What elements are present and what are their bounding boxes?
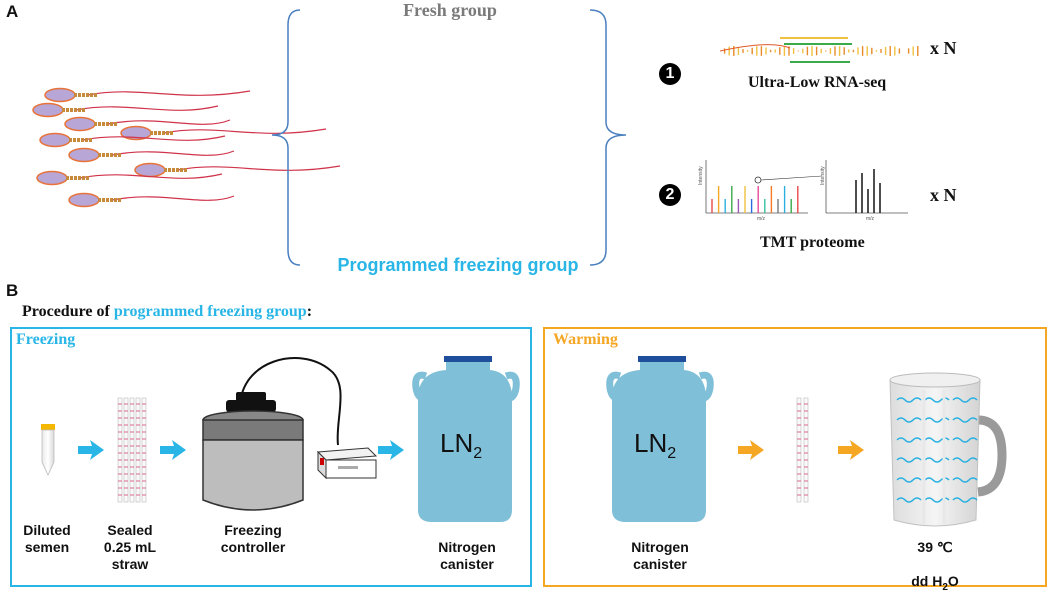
step-label-water: dd H2O: [892, 556, 978, 596]
semen-tube-icon: [41, 424, 55, 476]
method-1-badge: 1: [659, 63, 681, 85]
warming-arrows: [738, 440, 864, 460]
freezing-controller-icon: [202, 357, 378, 511]
warming-box: [543, 327, 1047, 587]
freezing-title: Freezing: [16, 331, 76, 348]
fresh-group-label: Fresh group: [403, 0, 497, 20]
right-bracket: [589, 9, 627, 266]
arrow-1: [78, 440, 104, 460]
step-label-temperature: 39 ℃: [917, 539, 953, 555]
nitrogen-canister-freezing-icon: [412, 356, 520, 522]
step-label-nitrogen-canister-freezing: Nitrogen canister: [438, 539, 496, 572]
water-text: dd H: [911, 573, 943, 589]
method-1-multiplier: x N: [930, 38, 957, 58]
panel-b-letter: B: [6, 281, 19, 300]
procedure-suffix: :: [306, 303, 313, 320]
straws-warming-icon: [796, 397, 809, 503]
freezing-arrows: [78, 440, 404, 460]
nitrogen-canister-warming-icon: [606, 356, 714, 522]
step-label-nitrogen-canister-warming: Nitrogen canister: [631, 539, 689, 572]
arrow-4: [738, 440, 764, 460]
procedure-prefix: Procedure of: [22, 303, 114, 320]
ln2-sub: 2: [667, 445, 677, 463]
method-1-name: Ultra-Low RNA-seq: [748, 74, 887, 91]
arrow-2: [160, 440, 186, 460]
spectrum-1-xlabel: m/z: [757, 216, 766, 222]
programmed-group-label: Programmed freezing group: [337, 255, 579, 275]
procedure-heading: Procedure of programmed freezing group:: [22, 303, 312, 321]
procedure-highlight: programmed freezing group: [113, 303, 307, 320]
method-2-name: TMT proteome: [760, 234, 865, 251]
ln2-sub: 2: [473, 445, 483, 463]
panel-a-letter: A: [6, 2, 19, 21]
method-2-multiplier: x N: [930, 185, 957, 205]
step-label-freezing-controller: Freezing controller: [220, 522, 286, 555]
ln2-label-freezing: LN2: [440, 428, 482, 463]
step-label-sealed-straw: Sealed 0.25 mL straw: [103, 522, 157, 572]
water-sub: 2: [942, 581, 948, 593]
freezing-box: [10, 327, 532, 587]
method-2-badge: 2: [659, 184, 681, 206]
water-bath-beaker-icon: [889, 372, 1007, 527]
ln2-label-warming: LN2: [634, 428, 676, 463]
left-bracket: [271, 9, 301, 266]
ln2-text: LN: [440, 428, 474, 458]
spectrum-2-xlabel: m/z: [866, 216, 875, 222]
step-label-diluted-semen: Diluted semen: [23, 522, 71, 555]
straws-icon: [117, 397, 147, 503]
water-suffix: O: [947, 573, 959, 589]
ln2-text: LN: [634, 428, 668, 458]
arrow-3: [378, 440, 404, 460]
arrow-5: [838, 440, 864, 460]
warming-title: Warming: [553, 331, 618, 348]
